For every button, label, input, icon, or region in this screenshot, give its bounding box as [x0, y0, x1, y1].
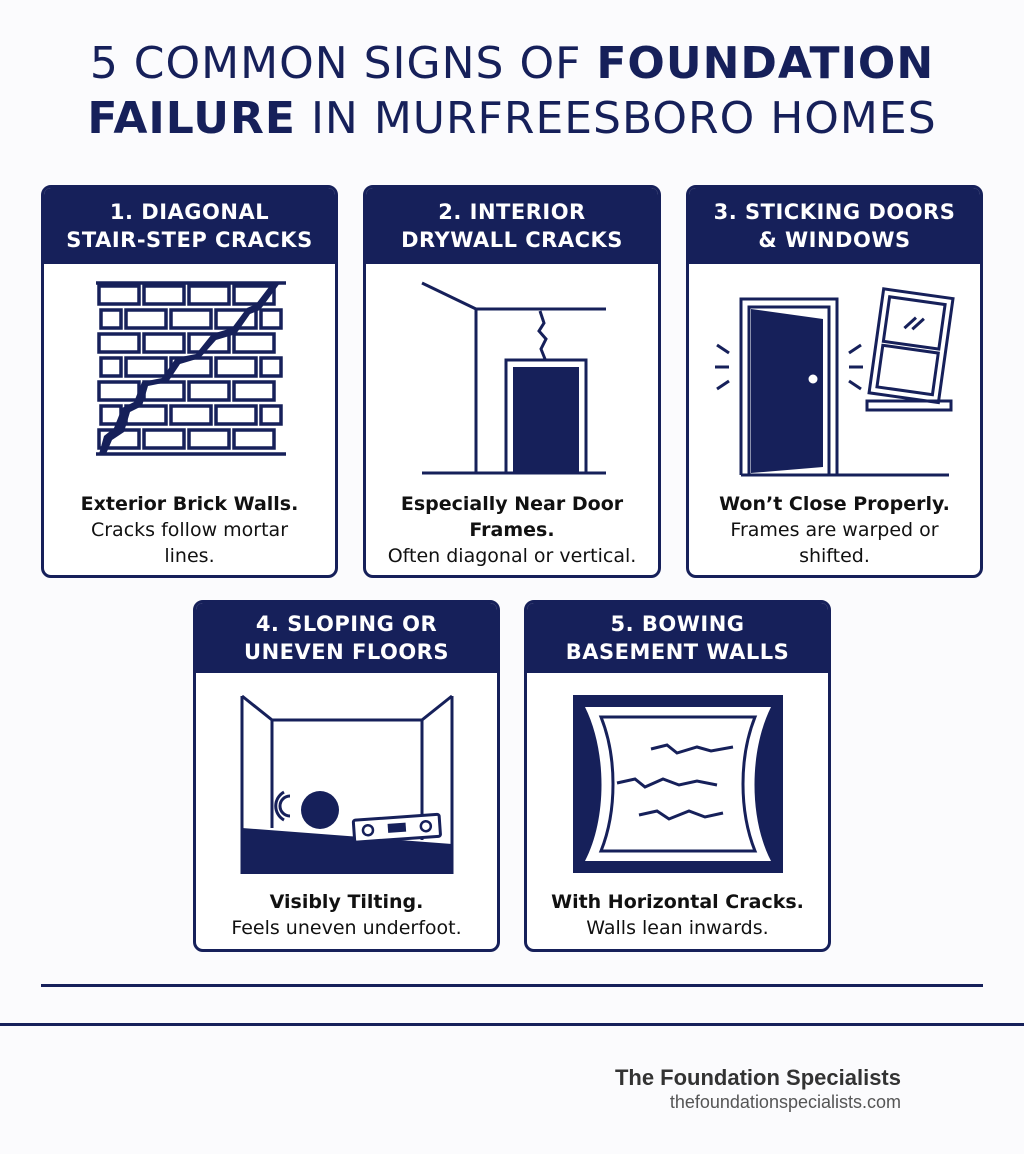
sticking-door-window-icon	[689, 283, 980, 483]
footer-divider	[0, 1023, 1024, 1026]
cracked-brick-wall-icon	[44, 278, 335, 478]
card-caption: With Horizontal Cracks. Walls lean inwar…	[551, 891, 804, 939]
card-heading: 3. STICKING DOORS& WINDOWS	[689, 188, 980, 264]
title-line-1: 5 COMMON SIGNS OF FOUNDATION	[89, 38, 935, 89]
sloping-floor-level-icon	[196, 688, 497, 878]
brand-name: The Foundation Specialists	[614, 1065, 901, 1090]
footer-brand: The Foundation Specialists thefoundation…	[615, 1065, 901, 1113]
brand-url[interactable]: thefoundationspecialists.com	[669, 1092, 901, 1112]
bowing-basement-wall-icon	[527, 691, 828, 881]
card-caption: Won’t Close Properly. Frames are warped …	[719, 493, 950, 567]
page-title: 5 COMMON SIGNS OF FOUNDATION FAILURE IN …	[0, 36, 1024, 146]
section-divider	[41, 984, 983, 987]
card-sticking-doors: 3. STICKING DOORS& WINDOWS	[686, 185, 983, 578]
card-caption: Especially Near Door Frames. Often diago…	[387, 493, 637, 567]
drywall-crack-door-icon	[366, 273, 658, 483]
card-caption: Visibly Tilting. Feels uneven underfoot.	[231, 891, 462, 939]
title-line-2: FAILURE IN MURFREESBORO HOMES	[87, 93, 937, 144]
card-caption: Exterior Brick Walls. Cracks follow mort…	[80, 493, 299, 567]
